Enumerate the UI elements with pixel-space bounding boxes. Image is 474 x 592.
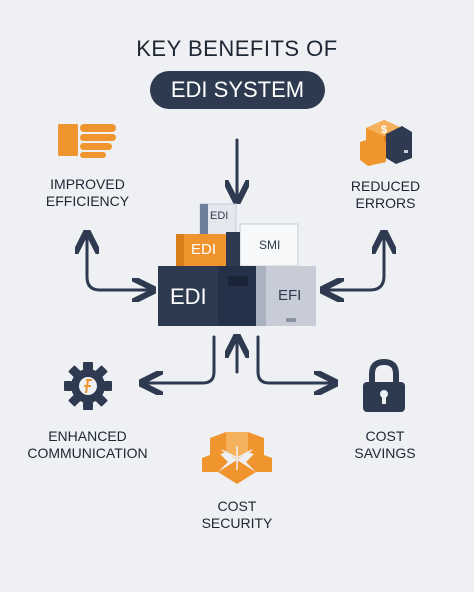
page-title: KEY BENEFITS OF bbox=[136, 36, 338, 61]
improved-efficiency-label: IMPROVED EFFICIENCY bbox=[20, 176, 155, 210]
reduced-errors-label: REDUCED ERRORS bbox=[328, 178, 443, 212]
box-smi-label: SMI bbox=[259, 238, 281, 252]
box-top-side bbox=[200, 204, 208, 236]
box-efi-side bbox=[256, 266, 266, 326]
title-pill: EDI SYSTEM bbox=[150, 71, 325, 109]
box-orange-side bbox=[176, 234, 184, 266]
box-main-slot bbox=[228, 276, 248, 286]
box-main-label: EDI bbox=[170, 284, 207, 309]
hand-icon bbox=[58, 124, 116, 158]
boxes-dollar-icon: $ bbox=[360, 120, 412, 166]
enhanced-communication-line-2: COMMUNICATION bbox=[27, 445, 148, 461]
improved-efficiency-line-2: EFFICIENCY bbox=[45, 193, 130, 209]
cost-security-line-2: SECURITY bbox=[201, 515, 273, 531]
box-efi-tag bbox=[286, 318, 296, 322]
cost-security-label: COST SECURITY bbox=[187, 498, 287, 532]
enhanced-communication-line-1: ENHANCED bbox=[48, 428, 127, 444]
box-efi-label: EFI bbox=[278, 287, 302, 304]
box-navy-mid bbox=[226, 232, 240, 266]
gear-icon bbox=[64, 362, 112, 410]
arrow-to-cost-savings bbox=[256, 335, 332, 383]
box-top-label: EDI bbox=[210, 210, 229, 222]
arrow-to-improved-efficiency bbox=[87, 236, 152, 292]
reduced-errors-line-2: ERRORS bbox=[355, 195, 416, 211]
box-orange bbox=[176, 234, 226, 266]
box-orange-label: EDI bbox=[191, 241, 217, 258]
box-main-side bbox=[218, 266, 256, 326]
padlock-icon bbox=[363, 358, 405, 412]
svg-text:$: $ bbox=[381, 124, 387, 136]
cube-network-icon bbox=[202, 432, 272, 484]
cost-security-line-1: COST bbox=[217, 498, 257, 514]
arrow-to-reduced-errors bbox=[324, 236, 384, 292]
cost-savings-label: COST SAVINGS bbox=[335, 428, 435, 462]
cost-savings-line-1: COST bbox=[365, 428, 405, 444]
improved-efficiency-line-1: IMPROVED bbox=[50, 176, 125, 192]
arrows bbox=[87, 138, 384, 383]
center-edi-boxes bbox=[158, 203, 316, 326]
arrow-to-enhanced-communication bbox=[145, 335, 216, 383]
reduced-errors-line-1: REDUCED bbox=[350, 178, 421, 194]
enhanced-communication-label: ENHANCED COMMUNICATION bbox=[15, 428, 160, 462]
cost-savings-line-2: SAVINGS bbox=[354, 445, 416, 461]
